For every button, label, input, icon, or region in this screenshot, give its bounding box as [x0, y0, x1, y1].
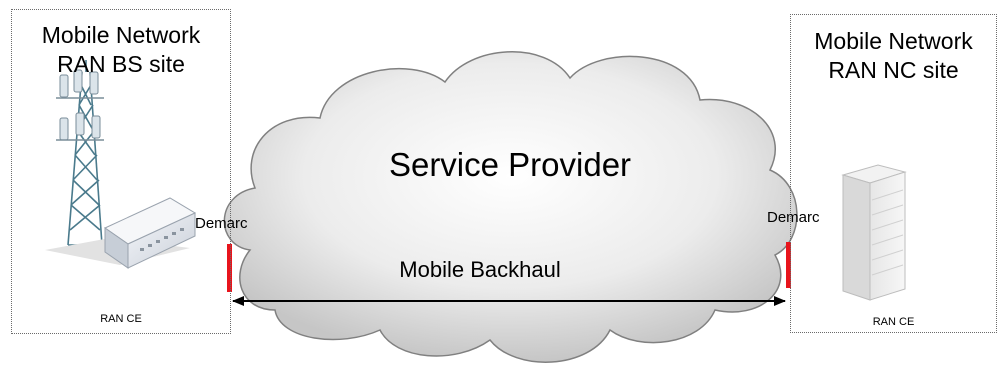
ran-bs-site-title: Mobile Network RAN BS site — [11, 21, 231, 79]
ran-ce-left-device-icon — [103, 197, 197, 269]
mobile-backhaul-label: Mobile Backhaul — [399, 257, 561, 282]
ran-nc-title-line1: Mobile Network — [814, 28, 973, 54]
ran-nc-site-title: Mobile Network RAN NC site — [790, 27, 997, 85]
demarc-label-right: Demarc — [767, 209, 820, 226]
ran-ce-label-right: RAN CE — [872, 316, 915, 328]
ran-bs-site-box — [11, 9, 231, 334]
service-provider-label: Service Provider — [388, 146, 632, 183]
ran-nc-title-line2: RAN NC site — [828, 57, 959, 83]
demarc-marker-right — [786, 242, 791, 288]
ran-bs-title-line1: Mobile Network — [41, 22, 201, 48]
service-provider-cloud — [223, 51, 798, 363]
ran-ce-right-server-icon — [841, 164, 907, 301]
demarc-marker-left — [227, 244, 232, 292]
demarc-label-left: Demarc — [195, 215, 248, 232]
ran-bs-title-line2: RAN BS site — [57, 51, 185, 77]
ran-ce-label-left: RAN CE — [100, 313, 142, 325]
ran-nc-site-box — [790, 14, 997, 333]
